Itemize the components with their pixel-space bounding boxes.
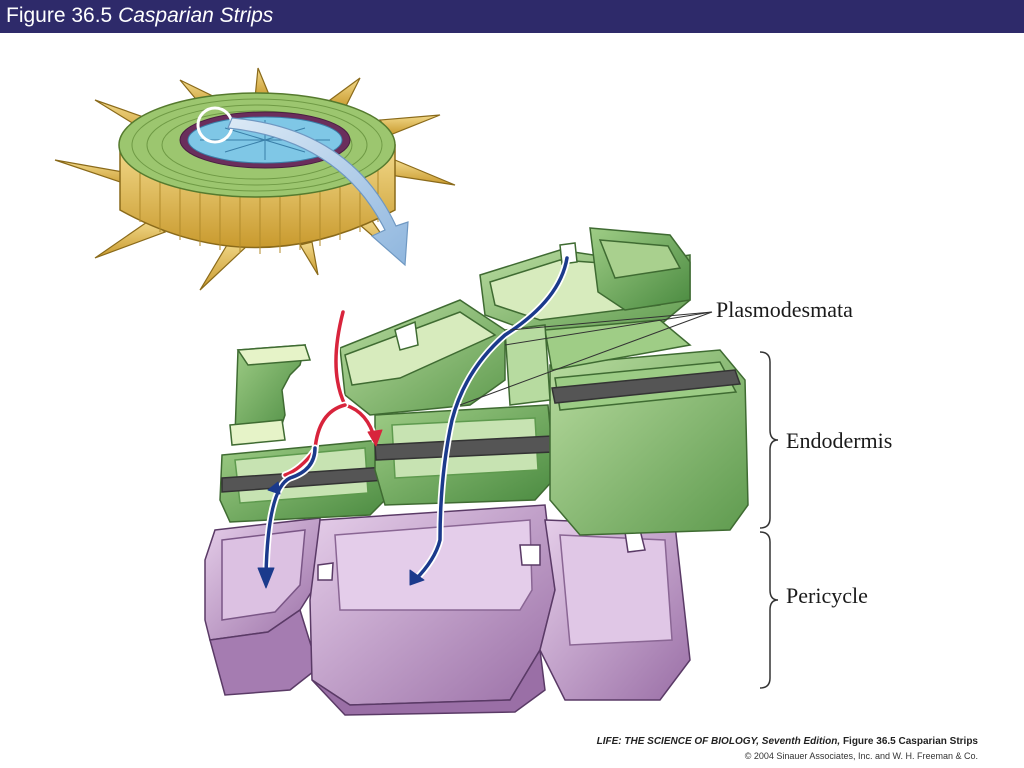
figure-number: Figure 36.5 <box>6 4 113 27</box>
plasmodesmata-label: Plasmodesmata <box>716 297 853 322</box>
root-cross-section <box>54 67 456 291</box>
cortex-cells <box>229 227 692 446</box>
symplastic-route-arrows <box>257 254 571 589</box>
pericycle-cells <box>204 504 691 716</box>
pericycle-brace <box>759 531 779 689</box>
page-title: Figure 36.5 Casparian Strips <box>6 5 273 27</box>
figure-title: Casparian Strips <box>118 4 274 27</box>
caption-book-title: LIFE: THE SCIENCE OF BIOLOGY, Seventh Ed… <box>596 736 841 747</box>
caption-copyright: © 2004 Sinauer Associates, Inc. and W. H… <box>744 751 978 761</box>
casparian-strip-diagram <box>54 67 779 716</box>
casparian-strip-right <box>551 369 742 404</box>
pericycle-label: Pericycle <box>786 583 868 608</box>
title-bar: Figure 36.5 Casparian Strips <box>0 0 1024 33</box>
caption-citation: LIFE: THE SCIENCE OF BIOLOGY, Seventh Ed… <box>597 736 978 747</box>
endodermis-label: Endodermis <box>786 428 893 453</box>
caption-figure-ref: Figure 36.5 Casparian Strips <box>842 736 978 747</box>
endodermis-brace <box>759 351 779 529</box>
zoom-arrow <box>227 117 409 267</box>
plasmodesmata-leader-lines <box>459 311 713 406</box>
